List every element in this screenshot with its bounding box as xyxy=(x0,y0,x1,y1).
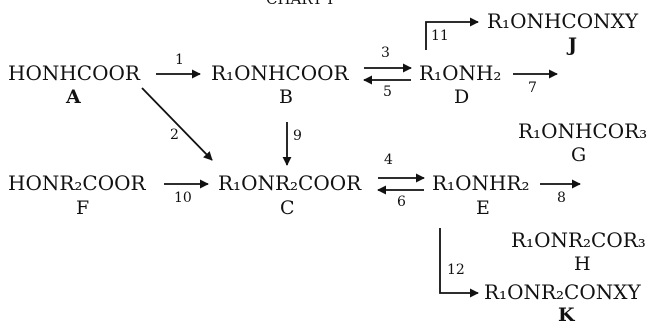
step-4-label: 4 xyxy=(384,152,393,168)
step-6-label: 6 xyxy=(397,194,406,210)
step-3-label: 3 xyxy=(381,45,390,61)
step-10-label: 10 xyxy=(174,190,192,206)
arrow-12 xyxy=(439,228,479,298)
arrow-11 xyxy=(425,17,479,50)
compound-G-label: G xyxy=(571,144,587,166)
compound-B-formula: R₁ONHCOOR xyxy=(211,61,349,85)
compound-A-formula: HONHCOOR xyxy=(8,61,140,85)
compound-C-label: C xyxy=(280,197,295,219)
step-8-label: 8 xyxy=(557,190,566,206)
step-9-label: 9 xyxy=(293,128,302,144)
compound-B-label: B xyxy=(279,86,293,108)
chart-title: CHART I xyxy=(266,0,333,8)
compound-F-label: F xyxy=(76,197,90,219)
step-7-label: 7 xyxy=(528,80,537,96)
step-2-label: 2 xyxy=(170,127,179,143)
compound-K-label: K xyxy=(558,304,575,326)
compound-F-formula: HONR₂COOR xyxy=(8,171,146,195)
compound-J-formula: R₁ONHCONXY xyxy=(487,9,639,33)
compound-G-formula: R₁ONHCOR₃ xyxy=(518,119,648,143)
compound-H-label: H xyxy=(574,253,591,275)
compound-D-label: D xyxy=(454,86,470,108)
arrow-2 xyxy=(141,87,213,161)
compound-J-label: J xyxy=(568,34,577,56)
step-11-label: 11 xyxy=(431,28,449,44)
compound-A-label: A xyxy=(66,86,81,108)
step-5-label: 5 xyxy=(383,84,392,100)
compound-D-formula: R₁ONH₂ xyxy=(419,61,502,85)
compound-K-formula: R₁ONR₂CONXY xyxy=(484,280,641,304)
compound-H-formula: R₁ONR₂COR₃ xyxy=(511,228,646,252)
step-1-label: 1 xyxy=(175,52,184,68)
step-12-label: 12 xyxy=(447,262,465,278)
compound-E-formula: R₁ONHR₂ xyxy=(432,171,530,195)
compound-E-label: E xyxy=(476,197,490,219)
compound-C-formula: R₁ONR₂COOR xyxy=(218,171,362,195)
